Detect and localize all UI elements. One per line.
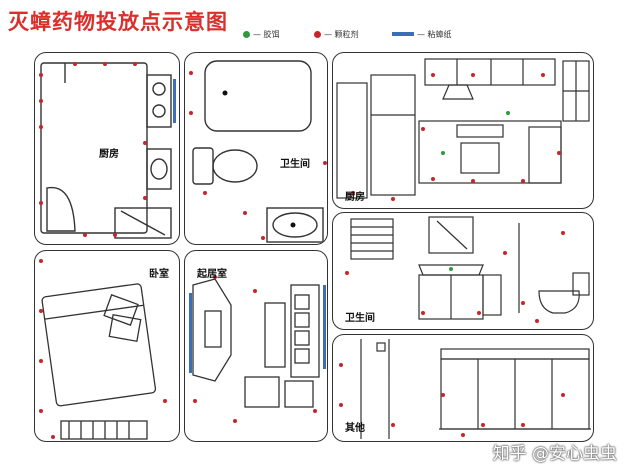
room-label-kitchen-view: 厨房 (345, 192, 365, 203)
panel-other: 其他 (332, 334, 594, 442)
panel-bathroom-view: 卫生间 (332, 212, 594, 330)
legend-sticky-trap: — 粘蟑纸 (392, 27, 452, 41)
kitchen-view-drawing (336, 58, 590, 201)
bathroom-view-drawing (345, 216, 590, 323)
room-label-bathroom-view: 卫生间 (345, 313, 375, 324)
legend-gel-bait-label: — 胶饵 (253, 29, 280, 39)
room-label-bathroom-plan: 卫生间 (280, 159, 310, 170)
panel-bathroom-plan: 卫生间 (184, 52, 328, 245)
panel-kitchen-plan: 厨房 (34, 52, 180, 245)
green-dot-icon (243, 30, 250, 38)
legend-sticky-trap-label: — 粘蟑纸 (417, 29, 452, 39)
watermark: 知乎 @安心虫虫 (492, 444, 617, 464)
room-label-bedroom: 卧室 (149, 269, 169, 280)
red-dot-icon (314, 30, 321, 38)
legend-gel-bait: — 胶饵 (243, 27, 280, 41)
bathroom-plan-drawing (189, 60, 327, 243)
room-label-other: 其他 (345, 423, 365, 434)
bedroom-drawing (39, 259, 167, 440)
diagram-title: 灭蟑药物投放点示意图 (8, 10, 228, 34)
legend-granules-label: — 颗粒剂 (324, 29, 359, 39)
panel-living-room: 起居室 (184, 250, 328, 442)
panel-bedroom: 卧室 (34, 250, 180, 442)
panel-kitchen-view: 厨房 (332, 52, 594, 209)
other-drawing (339, 339, 591, 439)
kitchen-plan-drawing (39, 62, 176, 239)
room-label-living-room: 起居室 (197, 269, 227, 280)
legend-granules: — 颗粒剂 (314, 27, 359, 41)
room-label-kitchen-plan: 厨房 (99, 149, 119, 160)
living-room-drawing (189, 275, 326, 423)
blue-strip-icon (392, 32, 414, 36)
